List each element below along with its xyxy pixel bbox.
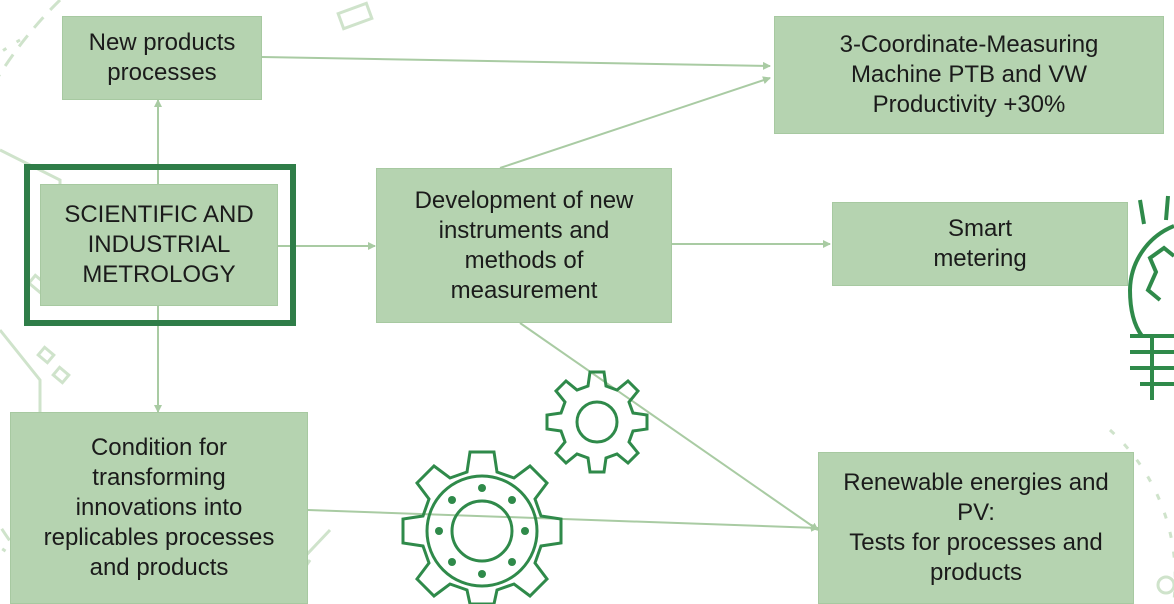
arrow-new-products-to-coordinate [261,56,771,70]
coordinate-measuring-box: 3-Coordinate-Measuring Machine PTB and V… [774,16,1164,134]
arrow-development-to-coordinate [499,76,771,169]
arrow-development-to-renewable [519,322,819,531]
condition-box: Condition for transforming innovations i… [10,412,308,604]
gear-icon [401,450,563,604]
metrology-highlight-frame [24,164,296,326]
metrology-box: SCIENTIFIC AND INDUSTRIAL METROLOGY [40,184,278,306]
new-products-box: New products processes [62,16,262,100]
renewable-energies-box: Renewable energies and PV: Tests for pro… [818,452,1134,604]
arrow-condition-to-renewable [307,509,819,532]
development-box: Development of new instruments and metho… [376,168,672,323]
gear-icon [545,370,649,474]
smart-metering-box: Smart metering [832,202,1128,286]
